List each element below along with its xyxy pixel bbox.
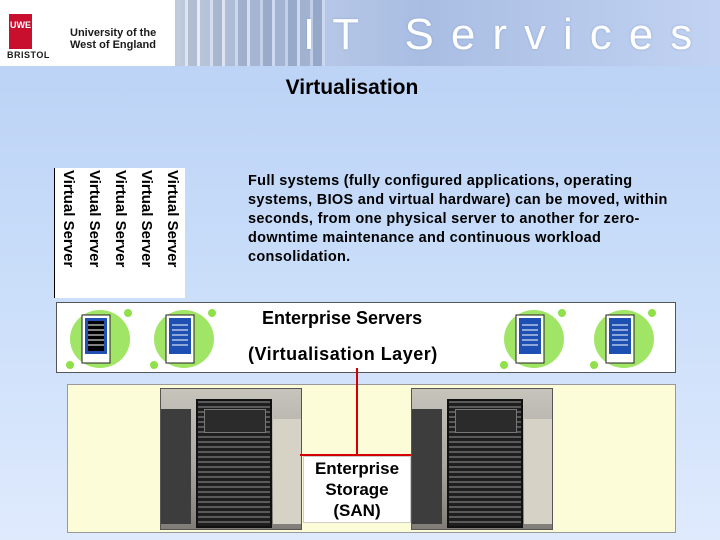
virtualisation-layer-label: (Virtualisation Layer) — [248, 344, 438, 364]
enterprise-servers-label: Enterprise Servers — [262, 308, 423, 328]
virtual-server-label: Virtual Server — [158, 168, 185, 298]
it-services-banner: IT Services — [303, 10, 710, 59]
virtual-server-label: Virtual Server — [54, 168, 81, 298]
server-icon — [66, 309, 132, 369]
enterprise-servers-band — [56, 302, 676, 373]
header-banner — [0, 0, 720, 66]
server-icon — [500, 309, 566, 369]
logo-city: BRISTOL — [7, 50, 50, 60]
enterprise-storage-label: Enterprise Storage (SAN) — [303, 456, 411, 523]
server-rack-photo — [411, 388, 553, 530]
virtualisation-description: Full systems (fully configured applicati… — [248, 173, 668, 265]
uwe-logo: UWE — [9, 14, 32, 49]
server-icon — [590, 309, 656, 369]
keyboard-image — [175, 0, 325, 66]
page-title: Virtualisation — [285, 76, 419, 99]
server-icon — [150, 309, 216, 369]
university-name: University of the West of England — [70, 27, 157, 51]
virtual-server-label: Virtual Server — [80, 168, 107, 298]
server-rack-photo — [160, 388, 302, 530]
